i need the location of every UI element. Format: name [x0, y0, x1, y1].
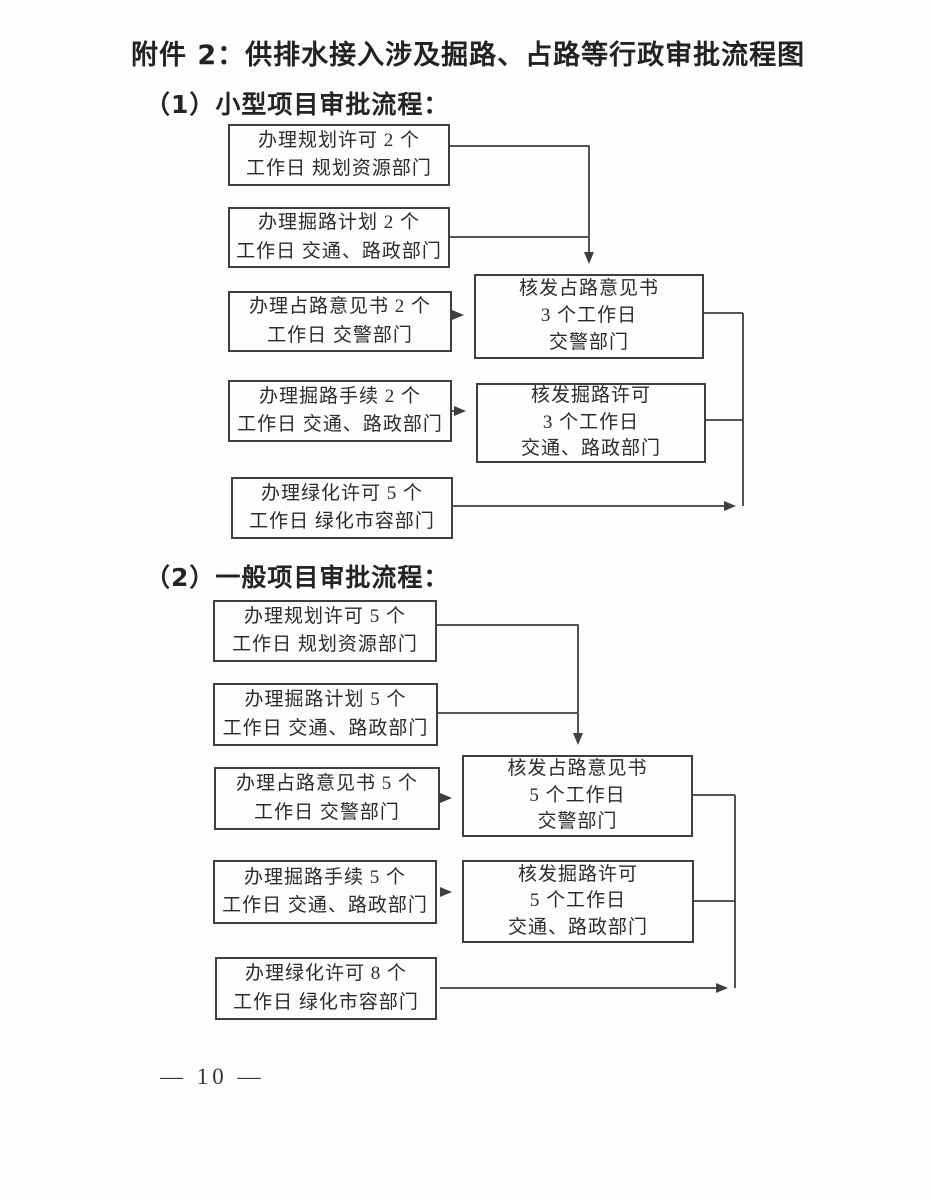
box-line: 核发占路意见书	[518, 278, 659, 300]
box-line: 工作日 交通、路政部门	[222, 895, 428, 916]
box-line: 3 个工作日	[542, 411, 640, 433]
box-line: 办理占路意见书 5 个	[235, 773, 418, 794]
box-line: 5 个工作日	[529, 890, 627, 912]
box-line: 工作日 绿化市容部门	[233, 991, 419, 1013]
s1-box-occupation-opinion: 办理占路意见书 2 个 工作日 交警部门	[228, 291, 452, 352]
s1-box-issue-digging-permit: 核发掘路许可 3 个工作日 交通、路政部门	[476, 383, 706, 463]
box-line: 办理规划许可 2 个	[257, 129, 420, 151]
box-line: 办理占路意见书 2 个	[248, 296, 431, 317]
s2-box-occupation-opinion: 办理占路意见书 5 个 工作日 交警部门	[214, 767, 440, 830]
page-number: — 10 —	[160, 1064, 265, 1089]
box-line: 核发掘路许可	[530, 385, 651, 407]
box-line: 工作日 规划资源部门	[246, 158, 432, 179]
section1-heading: （1）小型项目审批流程：	[145, 90, 450, 119]
s2-box-digging-plan: 办理掘路计划 5 个 工作日 交通、路政部门	[213, 683, 438, 746]
box-line: 办理掘路计划 2 个	[257, 212, 420, 233]
document-title: 附件 2：供排水接入涉及掘路、占路等行政审批流程图	[131, 40, 806, 71]
connector-s1-planning-to-occupation-arrow	[450, 145, 594, 264]
box-line: 核发掘路许可	[517, 863, 638, 885]
box-line: 工作日 交警部门	[254, 801, 400, 823]
s1-box-digging-procedure: 办理掘路手续 2 个 工作日 交通、路政部门	[228, 380, 452, 442]
box-line: 交警部门	[537, 811, 618, 833]
s2-box-greening-permit: 办理绿化许可 8 个 工作日 绿化市容部门	[215, 957, 437, 1020]
box-line: 3 个工作日	[540, 305, 638, 327]
box-line: 交通、路政部门	[507, 916, 648, 938]
box-line: 工作日 交通、路政部门	[222, 717, 429, 739]
box-line: 交警部门	[548, 331, 629, 353]
box-line: 办理掘路手续 2 个	[258, 385, 421, 407]
box-line: 工作日 绿化市容部门	[249, 511, 435, 532]
box-line: 办理规划许可 5 个	[243, 605, 406, 627]
box-line: 办理绿化许可 5 个	[260, 482, 423, 504]
section2-heading: （2）一般项目审批流程：	[145, 563, 450, 592]
box-line: 工作日 规划资源部门	[232, 634, 418, 655]
s2-box-digging-procedure: 办理掘路手续 5 个 工作日 交通、路政部门	[213, 860, 437, 924]
s1-box-greening-permit: 办理绿化许可 5 个 工作日 绿化市容部门	[231, 477, 453, 539]
box-line: 交通、路政部门	[520, 438, 661, 460]
box-line: 办理掘路计划 5 个	[244, 689, 407, 710]
s1-box-digging-plan: 办理掘路计划 2 个 工作日 交通、路政部门	[228, 207, 450, 268]
box-line: 办理绿化许可 8 个	[244, 963, 407, 984]
s2-box-issue-occupation-opinion: 核发占路意见书 5 个工作日 交警部门	[462, 755, 693, 837]
box-line: 工作日 交通、路政部门	[237, 414, 443, 435]
box-line: 5 个工作日	[529, 784, 626, 806]
s1-box-planning-permit: 办理规划许可 2 个 工作日 规划资源部门	[228, 124, 450, 186]
box-line: 核发占路意见书	[507, 757, 648, 779]
box-line: 办理掘路手续 5 个	[243, 866, 406, 888]
s2-box-planning-permit: 办理规划许可 5 个 工作日 规划资源部门	[213, 600, 437, 662]
s2-box-issue-digging-permit: 核发掘路许可 5 个工作日 交通、路政部门	[462, 860, 694, 943]
box-line: 工作日 交通、路政部门	[236, 240, 442, 262]
connector-s2-planning-to-occupation-arrow	[437, 624, 583, 745]
box-line: 工作日 交警部门	[267, 324, 413, 346]
s1-box-issue-occupation-opinion: 核发占路意见书 3 个工作日 交警部门	[474, 274, 704, 359]
